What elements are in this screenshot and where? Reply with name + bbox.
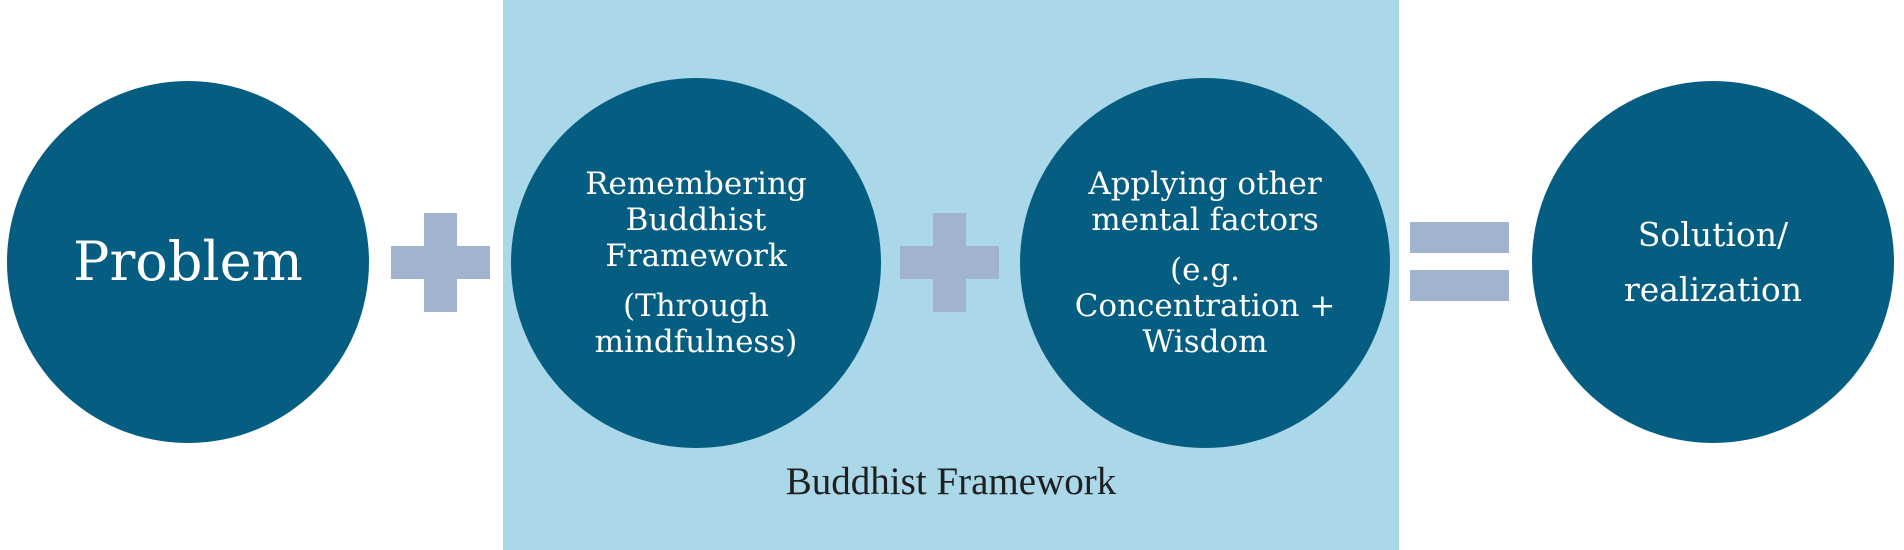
- remembering-line-5: mindfulness): [594, 324, 798, 360]
- remembering-line-1: Remembering: [585, 166, 807, 202]
- solution-line-1: Solution/: [1637, 214, 1789, 254]
- applying-line-2: mental factors: [1091, 202, 1319, 238]
- equals-icon: [1410, 222, 1509, 301]
- applying-line-5: Wisdom: [1142, 324, 1268, 360]
- remembering-line-4: (Through: [623, 288, 769, 324]
- remembering-line-2: Buddhist: [625, 202, 767, 238]
- solution-line-2: realization: [1623, 269, 1803, 309]
- problem-circle: Problem: [7, 81, 369, 443]
- applying-factors-circle: Applying other mental factors (e.g. Conc…: [1020, 78, 1390, 448]
- applying-line-4: Concentration +: [1074, 288, 1336, 324]
- applying-line-1: Applying other: [1088, 166, 1322, 202]
- solution-circle: Solution/ realization: [1532, 81, 1894, 443]
- problem-label: Problem: [73, 230, 303, 293]
- buddhist-framework-label: Buddhist Framework: [785, 460, 1117, 503]
- remembering-framework-circle: Remembering Buddhist Framework (Through …: [511, 78, 881, 448]
- applying-line-3: (e.g.: [1170, 252, 1240, 288]
- remembering-line-3: Framework: [605, 238, 787, 274]
- plus-icon: [900, 213, 999, 312]
- plus-icon: [391, 213, 490, 312]
